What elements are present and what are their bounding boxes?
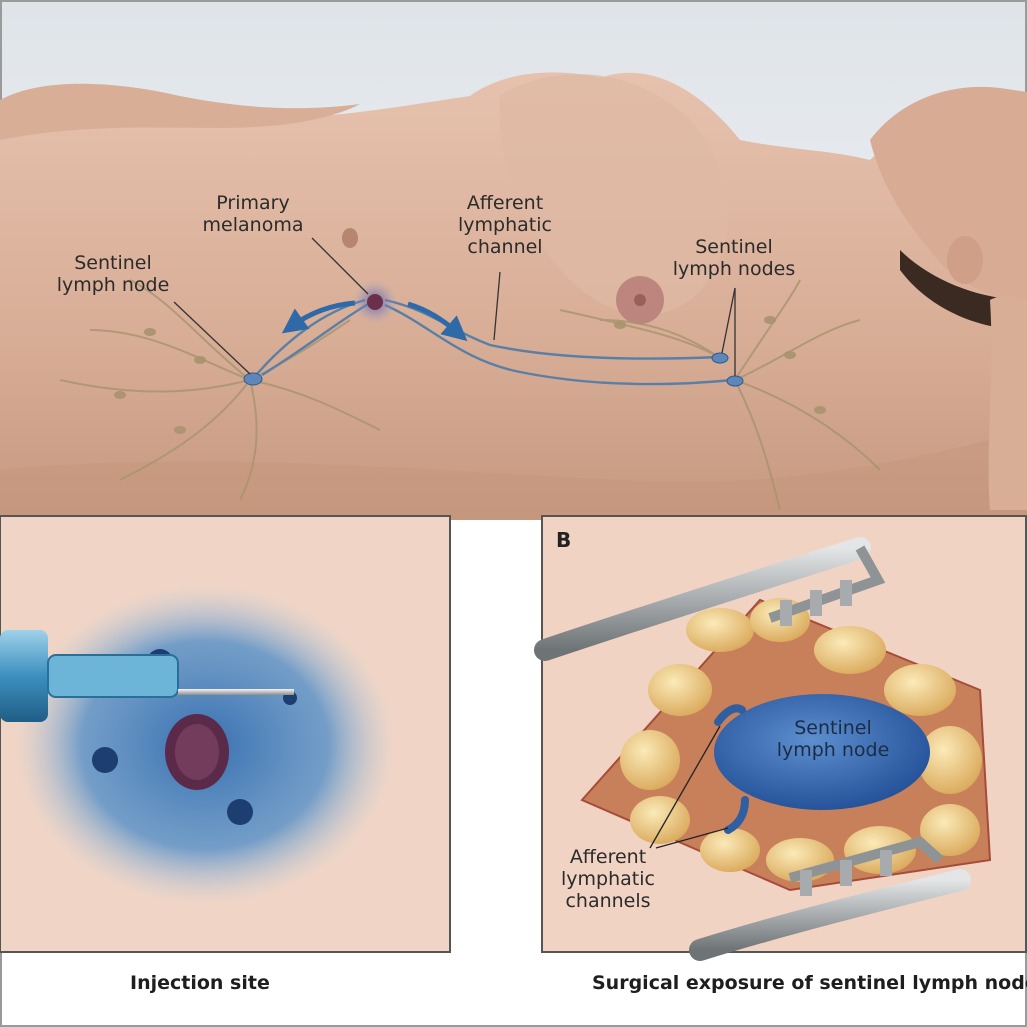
panel-a: [0, 515, 451, 953]
label-line: Sentinel: [74, 252, 152, 274]
panel-b-letter: B: [556, 528, 572, 552]
label-line: Sentinel: [695, 236, 773, 258]
label-line: lymph node: [56, 274, 170, 296]
breast: [499, 74, 728, 315]
panel-b: [534, 515, 1027, 961]
flow-arrow-left: [281, 300, 356, 334]
sentinel-node-axilla-2: [726, 375, 744, 387]
sentinel-lymph-node-exposed: [714, 694, 930, 810]
label-line: Afferent: [466, 192, 544, 214]
sentinel-node-axilla-1: [711, 352, 729, 364]
label-line: lymph node: [776, 739, 890, 761]
caption-injection-site: Injection site: [130, 972, 270, 994]
afferent-vessel-lower: [724, 796, 749, 834]
leader-lines-panel-b: [649, 725, 729, 849]
leader-lines-top: [173, 237, 736, 376]
retractor-lower: [689, 836, 971, 961]
label-primary-melanoma: Primary melanoma: [188, 192, 318, 236]
label-sentinel-lymph-nodes: Sentinel lymph nodes: [664, 236, 804, 280]
nipple: [634, 294, 646, 306]
afferent-vessel-upper: [714, 704, 746, 726]
arm: [0, 83, 360, 140]
navel: [342, 228, 358, 248]
syringe-hub: [47, 654, 179, 698]
label-line: lymph nodes: [672, 258, 796, 280]
label-line: lymphatic: [458, 214, 552, 236]
label-line: melanoma: [202, 214, 304, 236]
body-lower-shadow: [0, 430, 1027, 520]
label-sentinel-lymph-node-panel-b: Sentinel lymph node: [768, 717, 898, 761]
label-line: Afferent: [569, 846, 647, 868]
needle: [178, 689, 294, 695]
retractor-upper: [534, 537, 886, 661]
head: [870, 86, 1027, 300]
syringe-barrel: [0, 630, 48, 722]
minor-lymph-nodes: [114, 316, 826, 434]
ear: [947, 236, 983, 284]
label-afferent-lymphatic-channel: Afferent lymphatic channel: [445, 192, 565, 258]
flow-arrow-right: [407, 301, 468, 342]
primary-melanoma-lesion: [367, 294, 383, 310]
sentinel-node-groin: [243, 372, 263, 386]
label-line: channels: [565, 890, 651, 912]
panel-a-melanoma-texture: [175, 724, 219, 780]
label-line: Sentinel: [794, 717, 872, 739]
label-line: channel: [467, 236, 543, 258]
hand: [988, 295, 1027, 510]
label-line: lymphatic: [561, 868, 655, 890]
label-afferent-lymphatic-channels: Afferent lymphatic channels: [548, 846, 668, 912]
label-sentinel-lymph-node-top: Sentinel lymph node: [48, 252, 178, 296]
label-line: Primary: [216, 192, 290, 214]
lymphatic-network: [59, 279, 881, 511]
caption-surgical-exposure: Surgical exposure of sentinel lymph node: [592, 972, 1027, 994]
syringe: [0, 630, 294, 722]
torso: [0, 72, 1027, 521]
